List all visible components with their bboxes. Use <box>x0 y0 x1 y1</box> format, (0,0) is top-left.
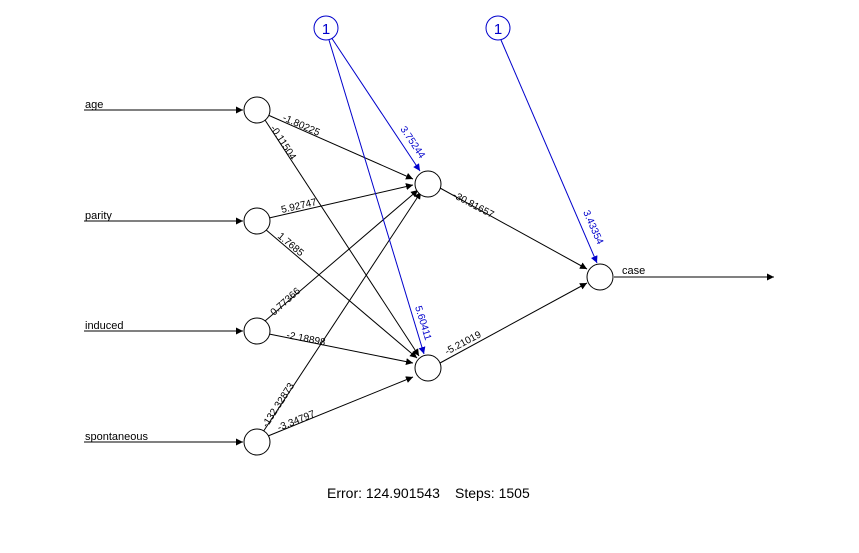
bias-node-output-label: 1 <box>494 21 502 38</box>
bias-node-hidden-label: 1 <box>322 21 330 38</box>
input-hidden-edges <box>262 114 422 437</box>
bias-edges <box>328 36 598 355</box>
weight-h1-output: -30.81657 <box>451 190 496 221</box>
hidden-node-1 <box>414 170 442 198</box>
input-arrows <box>84 106 243 446</box>
edge-induced-h2 <box>268 333 414 366</box>
bias-edge-h1 <box>330 36 421 172</box>
output-node-case <box>586 263 614 291</box>
weight-bias-h1: 3.75244 <box>398 125 428 161</box>
neurons <box>243 96 614 456</box>
input-node-age <box>243 96 271 124</box>
input-node-spontaneous <box>243 428 271 456</box>
bias-edge-output <box>500 39 598 264</box>
weight-parity-h2: 1.7685 <box>275 231 306 259</box>
weight-induced-h1: 0.77366 <box>269 286 304 319</box>
bias-edge-h2 <box>328 39 426 355</box>
edge-h2-output <box>439 282 588 364</box>
edge-age-h2 <box>264 119 420 357</box>
hidden-output-edges <box>439 187 588 364</box>
edge-parity-h1 <box>268 183 414 219</box>
weight-bias-output: 3.43354 <box>580 209 605 247</box>
edge-induced-h1 <box>264 189 419 322</box>
hidden-node-2 <box>414 354 442 382</box>
input-label-induced: induced <box>85 320 124 332</box>
edge-spontaneous-h1 <box>262 191 422 433</box>
output-label-case: case <box>622 265 645 277</box>
bias-node-output: 1 <box>485 15 511 41</box>
input-label-spontaneous: spontaneous <box>85 431 148 443</box>
weight-h2-output: -5.21019 <box>443 329 483 357</box>
edge-parity-h2 <box>264 228 418 359</box>
input-node-parity <box>243 207 271 235</box>
input-label-parity: parity <box>85 210 112 222</box>
weight-age-h1: -1.80225 <box>281 113 322 139</box>
input-node-induced <box>243 317 271 345</box>
weight-age-h2: -0.11504 <box>267 124 298 163</box>
steps-readout: Steps: 1505 <box>455 485 530 501</box>
edge-spontaneous-h2 <box>267 376 414 437</box>
weight-induced-h2: -2.18898 <box>285 330 326 348</box>
input-label-age: age <box>85 99 103 111</box>
edge-h1-output <box>439 187 588 270</box>
bias-node-hidden: 1 <box>313 15 339 41</box>
edge-age-h1 <box>267 114 414 180</box>
error-readout: Error: 124.901543 <box>327 485 440 501</box>
weight-spontaneous-h2: -3.34797 <box>276 409 317 434</box>
weight-parity-h1: 5.92747 <box>280 197 318 216</box>
weight-bias-h2: 5.60411 <box>412 305 433 342</box>
